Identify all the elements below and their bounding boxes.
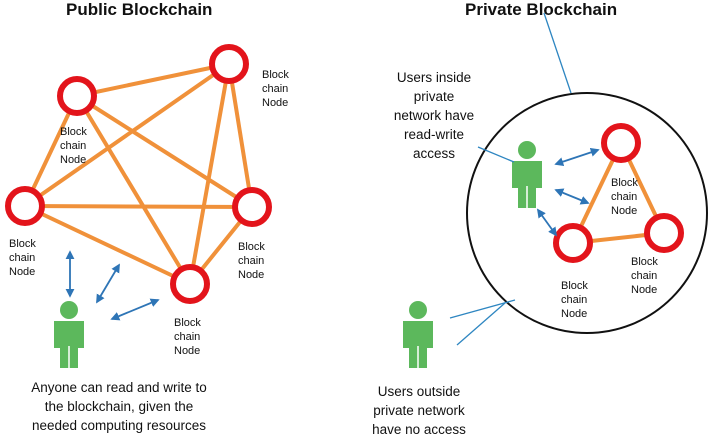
callout-line [477,146,515,163]
edge [75,94,192,286]
callout-line [456,302,506,346]
edge [188,62,231,286]
public-access-arrows [65,250,160,321]
public-node-label: Block chain Node [262,69,289,109]
ring-node-icon [232,187,272,227]
private-network-boundary [466,92,708,334]
double-arrow-icon [536,208,558,237]
ring-node-icon [209,44,249,84]
public-node-label: Block chain Node [238,241,265,281]
public-caption: Anyone can read and write to the blockch… [31,380,207,433]
callout-lines [449,12,572,346]
public-node-label: Block chain Node [174,317,201,357]
double-arrow-icon [96,263,120,304]
private-node-label: Block chain Node [631,256,658,296]
edge [227,62,254,209]
double-arrow-icon [554,188,590,205]
private-outside-caption: Users outside private network have no ac… [372,384,466,437]
edge [23,94,79,208]
private-access-arrows [536,148,600,237]
double-arrow-icon [554,148,600,166]
callout-line [543,12,572,94]
public-node-label: Block chain Node [9,238,36,278]
ring-node-icon [170,264,210,304]
ring-node-icon [57,76,97,116]
private-node-label: Block chain Node [561,280,588,320]
private-nodes [553,123,684,263]
edge [23,204,192,286]
public-blockchain-title: Public Blockchain [66,0,213,19]
public-nodes [5,44,272,304]
ring-node-icon [553,223,593,263]
person-icon [511,140,543,209]
public-node-label: Block chain Node [60,126,87,166]
edge [75,62,231,98]
ring-node-icon [644,213,684,253]
callout-line [449,299,516,319]
edge [23,204,254,209]
person-icon [402,300,434,369]
edge [75,94,254,209]
person-icon [53,300,85,369]
edge [23,62,231,208]
private-inside-caption: Users inside private network have read-w… [393,70,475,161]
double-arrow-icon [110,298,160,321]
ring-node-icon [601,123,641,163]
private-node-label: Block chain Node [611,177,638,217]
ring-node-icon [5,186,45,226]
private-blockchain-title: Private Blockchain [465,0,618,19]
